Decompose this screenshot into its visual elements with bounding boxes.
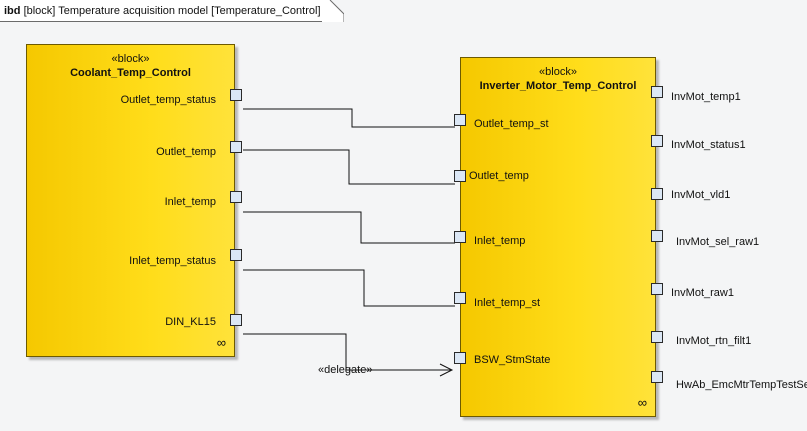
- port-label-invmot-temp1: InvMot_temp1: [671, 91, 741, 103]
- port-invmot-raw1[interactable]: [651, 283, 663, 295]
- block-name: Coolant_Temp_Control: [70, 67, 191, 79]
- port-invmot-status1[interactable]: [651, 135, 663, 147]
- port-din-kl15[interactable]: [230, 314, 242, 326]
- port-label-inlet-temp: Inlet_temp: [164, 196, 216, 208]
- port-label-inlet-temp-st: Inlet_temp_st: [474, 297, 541, 309]
- connector-outlet-temp-status: [243, 108, 455, 128]
- port-invmot-temp1[interactable]: [651, 86, 663, 98]
- connector-delegate: [243, 333, 452, 371]
- port-label-invmot-sel-raw1: InvMot_sel_raw1: [676, 236, 760, 248]
- block-inverter-motor-temp-control[interactable]: «block» Inverter_Motor_Temp_Control Outl…: [460, 57, 656, 417]
- frame-kind: ibd: [4, 5, 21, 17]
- port-label-outlet-temp-in: Outlet_temp: [469, 170, 529, 182]
- port-invmot-rtn-filt1[interactable]: [651, 331, 663, 343]
- port-label-invmot-vld1: InvMot_vld1: [671, 189, 731, 201]
- diagram-frame-header: ibd [block] Temperature acquisition mode…: [0, 0, 330, 22]
- port-inlet-temp-status[interactable]: [230, 249, 242, 261]
- port-inlet-temp-st[interactable]: [454, 292, 466, 304]
- infinity-icon: ∞: [637, 395, 647, 410]
- port-bsw-stmstate[interactable]: [454, 352, 466, 364]
- port-label-din-kl15: DIN_KL15: [165, 316, 216, 328]
- port-outlet-temp-status[interactable]: [230, 89, 242, 101]
- delegate-label: «delegate»: [318, 364, 373, 376]
- connector-inlet-temp-status: [243, 269, 455, 307]
- port-inlet-temp-in[interactable]: [454, 231, 466, 243]
- port-invmot-vld1[interactable]: [651, 188, 663, 200]
- port-label-hwab-emcmtrtemptestsel: HwAb_EmcMtrTempTestSel: [676, 379, 807, 391]
- block-stereotype: «block»: [111, 53, 150, 65]
- port-label-invmot-status1: InvMot_status1: [671, 139, 746, 151]
- infinity-icon: ∞: [216, 335, 226, 350]
- connector-inlet-temp: [243, 211, 455, 244]
- port-outlet-temp[interactable]: [230, 141, 242, 153]
- port-label-outlet-temp-st: Outlet_temp_st: [474, 118, 549, 130]
- port-label-inlet-temp-in: Inlet_temp: [474, 235, 526, 247]
- port-outlet-temp-in[interactable]: [454, 170, 466, 182]
- port-label-invmot-raw1: InvMot_raw1: [671, 287, 734, 299]
- block-stereotype: «block»: [539, 66, 577, 78]
- port-label-invmot-rtn-filt1: InvMot_rtn_filt1: [676, 335, 752, 347]
- block-coolant-temp-control[interactable]: «block» Coolant_Temp_Control Outlet_temp…: [26, 44, 235, 357]
- port-label-bsw-stmstate: BSW_StmState: [474, 354, 551, 366]
- port-hwab-emcmtrtemptestsel[interactable]: [651, 371, 663, 383]
- block-name: Inverter_Motor_Temp_Control: [479, 80, 637, 92]
- frame-tab-corner: [322, 0, 344, 22]
- port-label-outlet-temp: Outlet_temp: [156, 146, 216, 158]
- frame-title: [block] Temperature acquisition model [T…: [23, 5, 321, 17]
- port-label-inlet-temp-status: Inlet_temp_status: [129, 255, 216, 267]
- port-outlet-temp-st[interactable]: [454, 114, 466, 126]
- port-inlet-temp[interactable]: [230, 191, 242, 203]
- port-invmot-sel-raw1[interactable]: [651, 230, 663, 242]
- port-label-outlet-temp-status: Outlet_temp_status: [120, 94, 216, 106]
- delegate-arrowhead: [439, 363, 454, 377]
- connector-outlet-temp: [243, 149, 455, 185]
